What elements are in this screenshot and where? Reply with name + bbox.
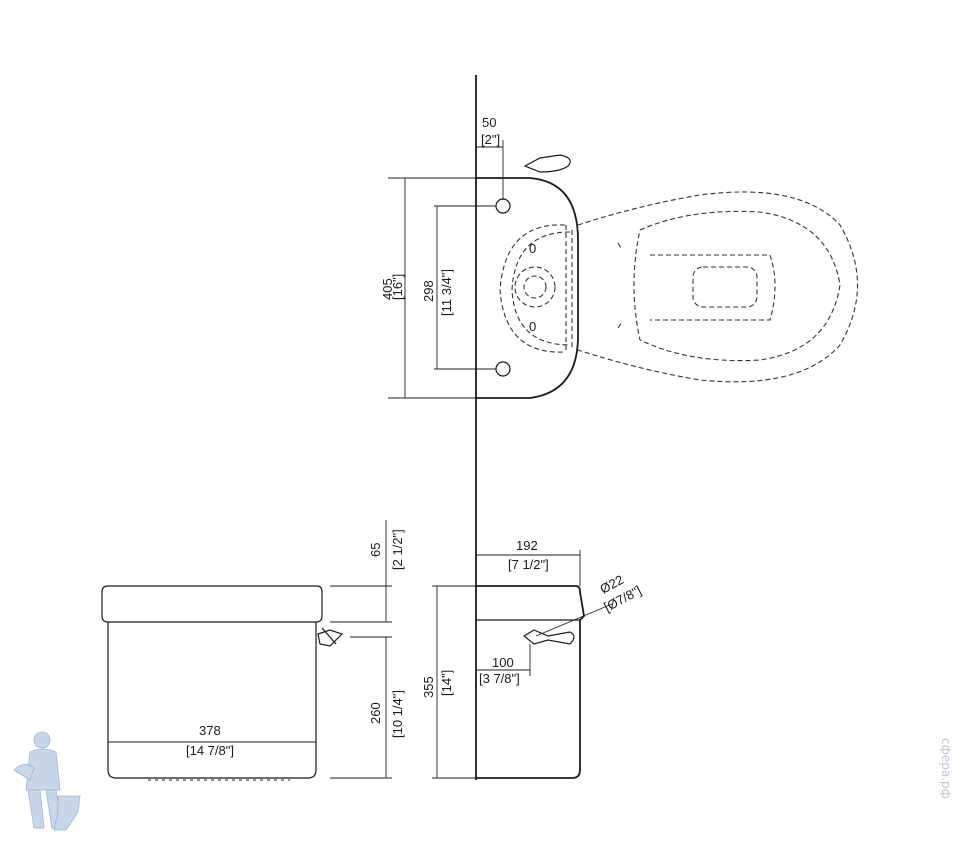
bowl-outlet-dashed — [692, 266, 758, 308]
dim-lid-height-mm: 65 — [368, 543, 383, 557]
dim-wall-offset: 50 [2"] — [476, 115, 504, 200]
dim-inlet-height-in: [10 1/4"] — [390, 690, 405, 738]
dim-hole-spacing-mm: 298 — [421, 280, 436, 302]
watermark: сфера.рф — [939, 738, 953, 799]
dim-hole-spacing: 298 [11 3/4"] — [421, 205, 496, 370]
dim-inlet-height-mm: 260 — [368, 702, 383, 724]
dim-bracket-height-in: [16"] — [390, 274, 405, 300]
hole-mark-top: 0 — [529, 241, 536, 256]
dim-tank-width-mm: 378 — [199, 723, 221, 738]
drain-inner-dashed — [523, 275, 547, 299]
drain-outer-dashed — [514, 266, 556, 308]
dim-tank-depth-mm: 192 — [516, 538, 538, 553]
mount-hole-bottom — [495, 361, 511, 377]
dim-tank-depth-in: [7 1/2"] — [508, 557, 549, 572]
bracket-inner-dashed — [499, 224, 566, 353]
bowl-inner-dashed — [650, 254, 776, 321]
dim-tank-height: 355 [14"] — [421, 585, 476, 779]
hole-mark-bottom: 0 — [529, 319, 536, 334]
dim-lid-height: 65 [2 1/2"] — [330, 520, 405, 623]
dim-inlet-height: 260 [10 1/4"] — [330, 636, 405, 779]
tank-lid — [101, 585, 323, 623]
handle-top-view — [523, 154, 571, 173]
dim-valve-diameter: Ø22 [Ø7/8"] — [535, 572, 644, 637]
dim-valve-offset-mm: 100 — [492, 655, 514, 670]
dim-bracket-height: 405 [16"] — [380, 177, 476, 399]
dim-wall-offset-mm: 50 — [482, 115, 496, 130]
handle-side-view — [522, 629, 575, 645]
plumber-logo — [13, 731, 81, 831]
dim-bracket-height-mm: 405 — [380, 278, 395, 300]
front-view-tank — [101, 585, 344, 781]
dim-valve-offset: 100 [3 7/8"] — [476, 644, 531, 686]
top-view: 0 0 — [476, 154, 859, 399]
dim-tank-height-mm: 355 — [421, 676, 436, 698]
bowl-tick-top — [617, 242, 623, 251]
dim-valve-offset-in: [3 7/8"] — [479, 671, 520, 686]
bowl-outer-dashed — [577, 191, 859, 383]
side-view-tank — [476, 585, 585, 779]
dim-hole-spacing-in: [11 3/4"] — [439, 269, 454, 316]
dim-tank-width-in: [14 7/8"] — [186, 743, 234, 758]
dim-tank-depth: 192 [7 1/2"] — [476, 538, 581, 586]
mount-hole-top — [495, 198, 511, 214]
dim-tank-width: 378 [14 7/8"] — [108, 723, 316, 758]
dim-wall-offset-in: [2"] — [481, 132, 500, 147]
handle-front-view — [317, 627, 344, 647]
side-tank-outline — [476, 585, 585, 779]
dim-lid-height-in: [2 1/2"] — [390, 529, 405, 570]
bowl-mid-dashed — [633, 210, 841, 362]
dim-tank-height-in: [14"] — [439, 670, 454, 696]
bowl-tick-bottom — [617, 321, 623, 329]
bracket-inner-dashed-2 — [511, 231, 571, 346]
tank-body — [107, 622, 317, 779]
bracket-outline — [476, 177, 579, 399]
